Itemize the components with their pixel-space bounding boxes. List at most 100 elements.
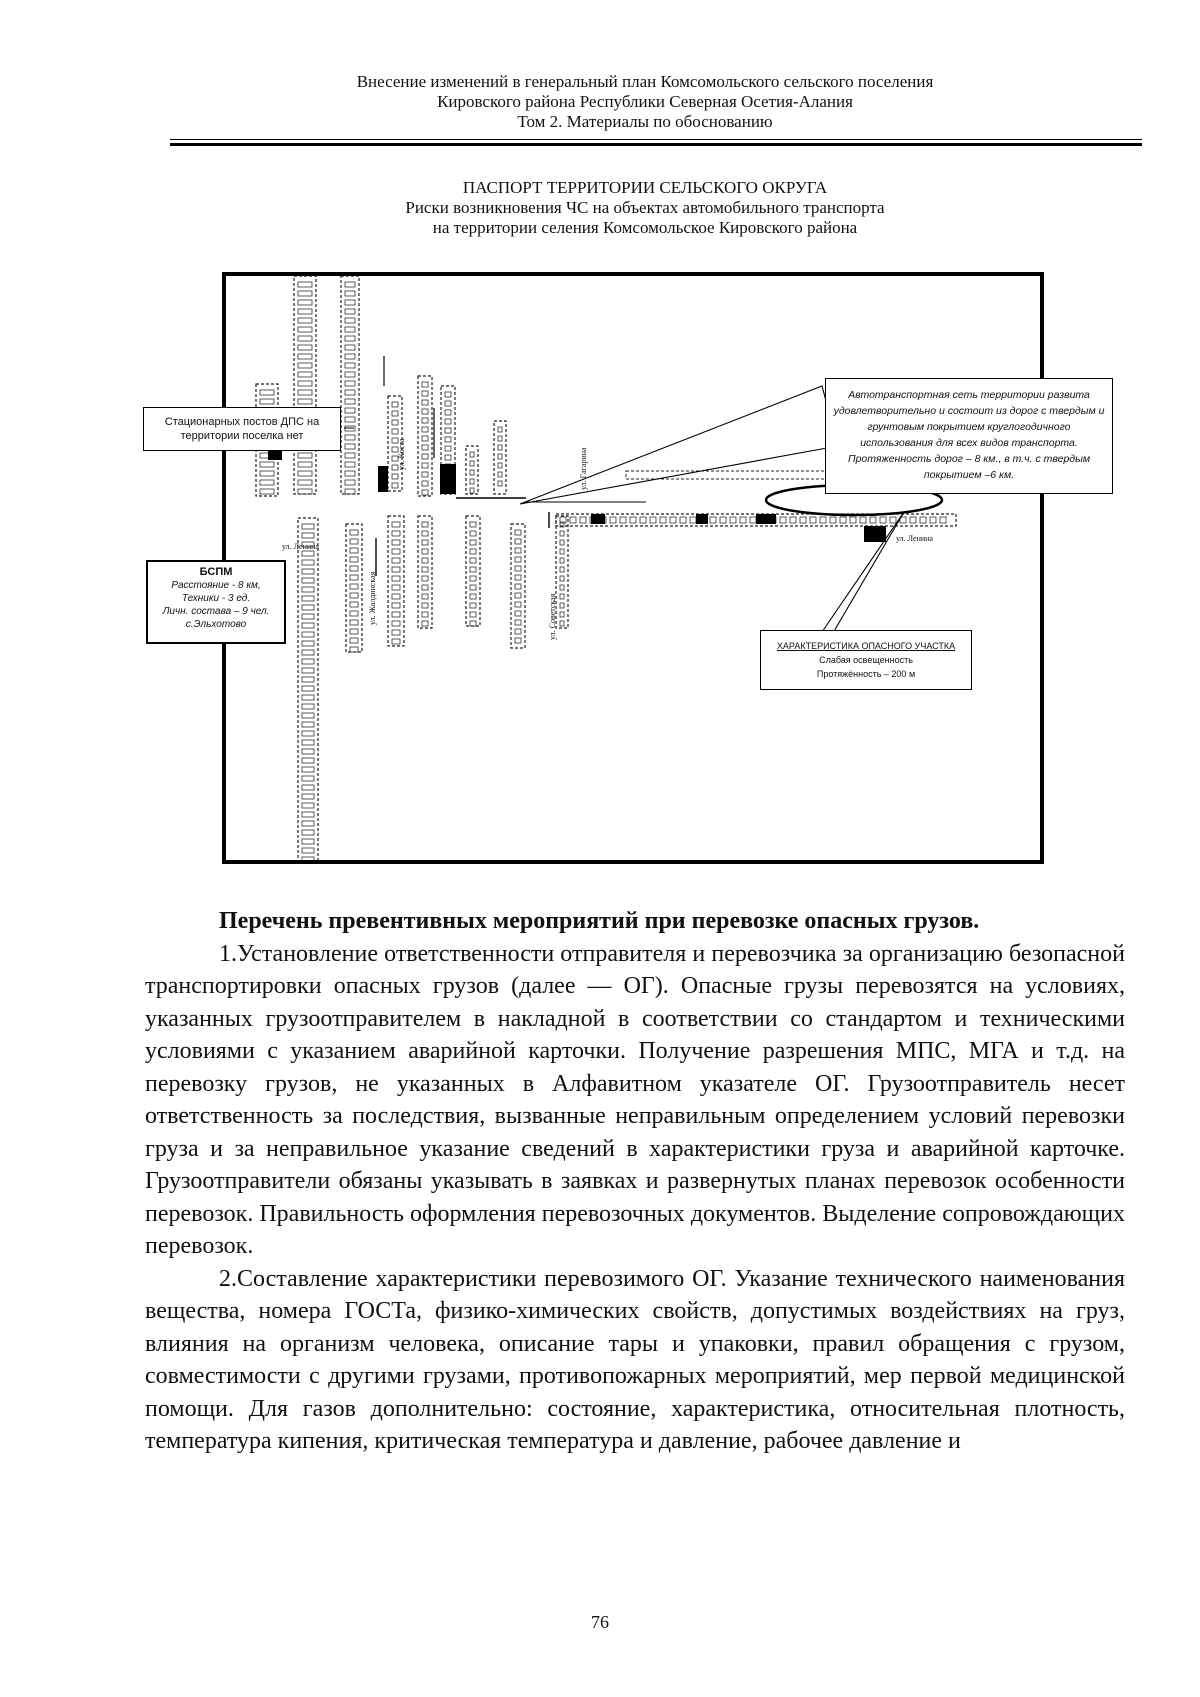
house: [497, 462, 503, 469]
house: [301, 586, 315, 593]
house: [444, 391, 452, 398]
house: [469, 539, 477, 546]
house: [349, 556, 359, 563]
house: [609, 516, 617, 524]
house: [344, 470, 356, 477]
house: [514, 565, 522, 572]
house: [514, 619, 522, 626]
house: [344, 380, 356, 387]
house: [391, 638, 401, 645]
house-strip: [493, 420, 507, 495]
house: [421, 480, 429, 487]
house: [297, 290, 313, 297]
house: [391, 455, 399, 462]
house: [259, 398, 275, 405]
house: [444, 436, 452, 443]
house: [444, 427, 452, 434]
house: [344, 281, 356, 288]
house: [514, 592, 522, 599]
street-label-lenina-left: ул. Ленина: [282, 542, 319, 551]
house: [559, 530, 565, 537]
house: [559, 557, 565, 564]
house: [879, 516, 887, 524]
house: [391, 539, 401, 546]
house: [469, 548, 477, 555]
house: [301, 541, 315, 548]
house: [301, 685, 315, 692]
house: [301, 811, 315, 818]
street-label-zhaldi: ул. Жалдинская: [368, 571, 377, 625]
paragraph-1: 1.Установление ответственности отправите…: [145, 940, 1125, 1260]
house: [297, 308, 313, 315]
house: [469, 575, 477, 582]
house: [809, 516, 817, 524]
paragraph-2: 2.Составление характеристики перевозимог…: [145, 1265, 1125, 1455]
house: [514, 529, 522, 536]
house: [391, 530, 401, 537]
house: [444, 445, 452, 452]
house: [469, 521, 477, 528]
house: [421, 417, 429, 424]
danger-length: Протяжённость – 200 м: [816, 669, 916, 679]
house: [421, 521, 429, 528]
house: [301, 847, 315, 854]
house: [469, 620, 477, 627]
house: [421, 548, 429, 555]
house: [559, 575, 565, 582]
page-number: 76: [591, 1612, 609, 1632]
house: [514, 610, 522, 617]
house: [469, 602, 477, 609]
house: [344, 290, 356, 297]
house: [301, 748, 315, 755]
house: [469, 611, 477, 618]
callout-bspm: БСПМ Расстояние - 8 км, Техники - 3 ед. …: [146, 560, 286, 644]
running-header: Внесение изменений в генеральный план Ко…: [170, 72, 1120, 132]
house-strip: [417, 375, 433, 497]
house: [344, 407, 356, 414]
house: [421, 566, 429, 573]
house: [344, 344, 356, 351]
house: [444, 418, 452, 425]
house: [301, 838, 315, 845]
house: [639, 516, 647, 524]
house: [349, 628, 359, 635]
callout-road-network: Автотранспортная сеть территории развита…: [825, 378, 1113, 494]
house: [301, 721, 315, 728]
house: [259, 479, 275, 486]
house: [829, 516, 837, 524]
house: [559, 611, 565, 618]
house: [301, 649, 315, 656]
house: [469, 557, 477, 564]
house: [514, 547, 522, 554]
house: [839, 516, 847, 524]
house: [349, 601, 359, 608]
house: [297, 371, 313, 378]
house: [349, 583, 359, 590]
house: [344, 362, 356, 369]
house-strip: [465, 445, 479, 495]
map-subtitle-2: на территории селения Комсомольское Киро…: [432, 218, 858, 237]
house: [469, 469, 475, 476]
danger-lighting: Слабая освещенность: [819, 655, 913, 665]
house: [421, 426, 429, 433]
house: [559, 566, 565, 573]
house: [391, 566, 401, 573]
house: [421, 399, 429, 406]
house: [514, 628, 522, 635]
house: [391, 611, 401, 618]
bspm-location: с.Эльхотово: [185, 619, 247, 630]
house: [469, 593, 477, 600]
house: [819, 516, 827, 524]
house: [497, 435, 503, 442]
house: [349, 619, 359, 626]
house: [301, 820, 315, 827]
house: [421, 435, 429, 442]
house: [659, 516, 667, 524]
house: [301, 829, 315, 836]
house: [344, 308, 356, 315]
street-label-kosta: ул. Коста: [397, 438, 406, 470]
house: [349, 637, 359, 644]
header-line-2: Кировского района Республики Северная Ос…: [437, 92, 853, 111]
black-building: [756, 514, 776, 524]
header-rule-thin: [170, 139, 1142, 140]
